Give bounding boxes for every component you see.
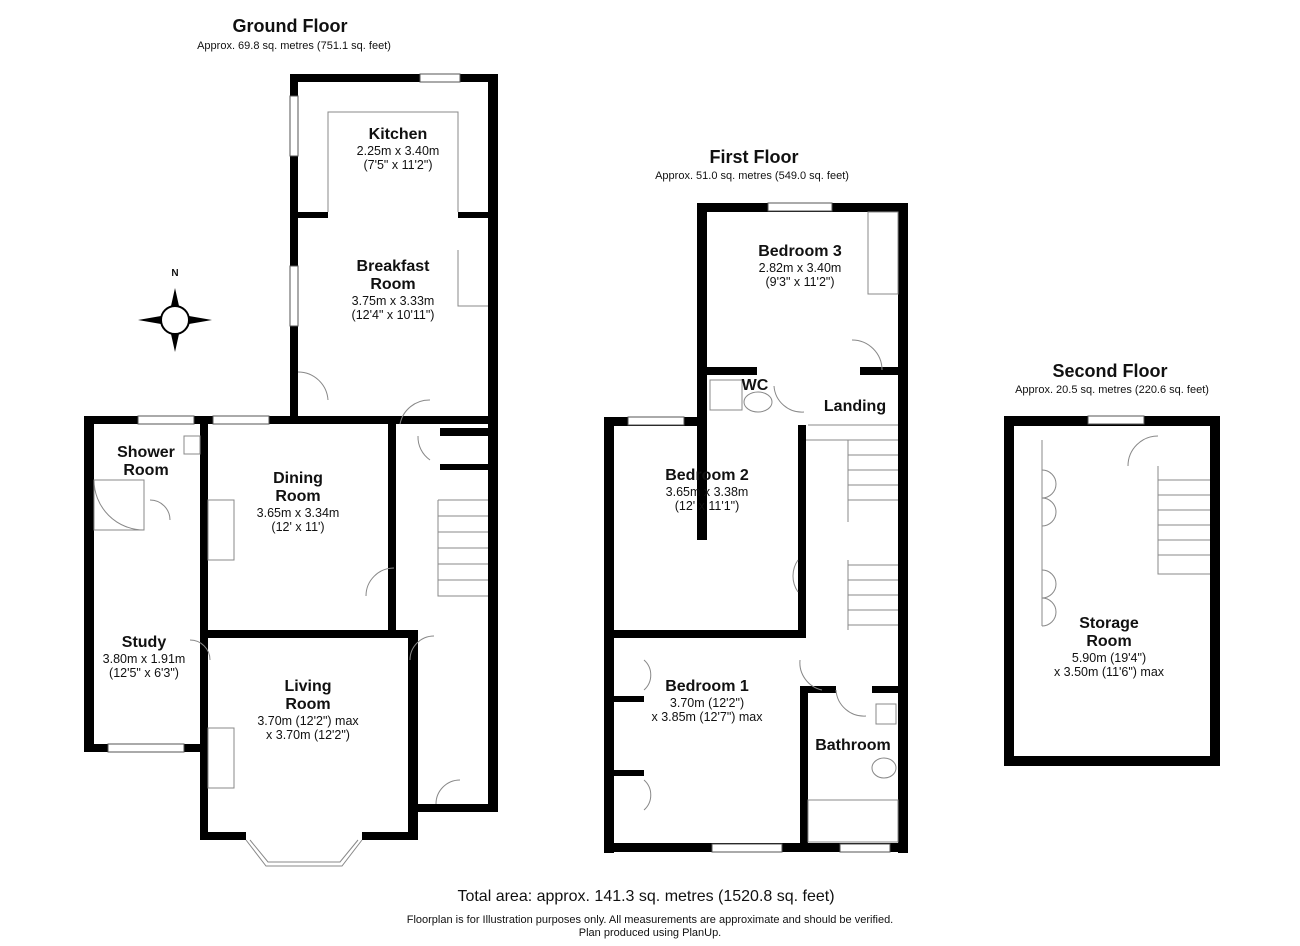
room-name: Bedroom 2 (665, 467, 749, 484)
room-dim-metric: 3.65m x 3.38m (665, 484, 749, 499)
room-name: Room (275, 487, 321, 505)
compass-north-label: N (171, 268, 179, 279)
room-dim-imperial: (12'4" x 10'11") (351, 307, 435, 322)
room-storage: Storage Room 5.90m (19'4") x 3.50m (11'6… (1054, 615, 1164, 679)
room-name: Bedroom 1 (665, 678, 749, 695)
room-bedroom2: Bedroom 2 3.65m x 3.38m (12' x 11'1") (665, 467, 749, 513)
room-dim-imperial: x 3.50m (11'6") max (1053, 664, 1165, 679)
total-area: Total area: approx. 141.3 sq. metres (15… (457, 888, 835, 905)
ground-floor-area: Approx. 69.8 sq. metres (751.1 sq. feet) (197, 40, 391, 52)
room-dim-metric: 5.90m (19'4") (1071, 650, 1147, 665)
ground-floor-windows (107, 73, 461, 753)
room-dim-metric: 3.80m x 1.91m (102, 651, 186, 666)
room-bedroom1: Bedroom 1 3.70m (12'2") x 3.85m (12'7") … (651, 678, 762, 724)
room-bathroom: Bathroom (815, 737, 891, 754)
room-dim-metric: 3.70m (12'2") max (257, 713, 359, 728)
room-dim-imperial: (12' x 11') (271, 519, 325, 534)
first-floor-walls (604, 203, 908, 853)
room-dining: Dining Room 3.65m x 3.34m (12' x 11') (257, 470, 340, 534)
room-wc: WC (741, 377, 769, 394)
produced-by: Plan produced using PlanUp. (578, 927, 722, 939)
room-bedroom3: Bedroom 3 2.82m x 3.40m (9'3" x 11'2") (758, 243, 842, 289)
ground-floor-title: Ground Floor (232, 16, 348, 36)
room-dim-metric: 3.65m x 3.34m (256, 505, 340, 520)
first-floor-area: Approx. 51.0 sq. metres (549.0 sq. feet) (655, 170, 849, 182)
room-name: Room (1086, 632, 1132, 650)
room-dim-imperial: (9'3" x 11'2") (765, 274, 835, 289)
room-name: Room (285, 695, 331, 713)
room-dim-metric: 3.70m (12'2") (669, 695, 745, 710)
compass-rose (138, 288, 212, 352)
room-name: Living (284, 678, 332, 695)
room-name: Shower (117, 444, 175, 461)
room-shower: Shower Room (117, 444, 175, 480)
room-dim-imperial: (12'5" x 6'3") (109, 665, 179, 680)
first-floor-fixtures (643, 211, 899, 843)
room-kitchen: Kitchen 2.25m x 3.40m (7'5" x 11'2") (357, 126, 440, 172)
room-name: Dining (273, 470, 323, 487)
room-dim-imperial: x 3.85m (12'7") max (651, 709, 763, 724)
ground-floor-fixtures (93, 111, 488, 867)
first-floor-title: First Floor (709, 147, 799, 167)
room-dim-metric: 3.75m x 3.33m (351, 293, 435, 308)
room-landing: Landing (823, 398, 887, 415)
room-study: Study 3.80m x 1.91m (12'5" x 6'3") (103, 634, 186, 680)
first-floor-windows (627, 202, 891, 853)
room-living: Living Room 3.70m (12'2") max x 3.70m (1… (257, 678, 358, 742)
second-floor-title: Second Floor (1052, 361, 1168, 381)
room-dim-metric: 2.82m x 3.40m (758, 260, 842, 275)
room-name: Storage (1079, 615, 1139, 632)
disclaimer: Floorplan is for Illustration purposes o… (406, 914, 894, 926)
room-dim-metric: 2.25m x 3.40m (356, 143, 440, 158)
room-name: Breakfast (356, 258, 430, 275)
room-name: Kitchen (368, 126, 428, 143)
room-name: Study (121, 634, 167, 651)
room-name: Room (123, 461, 169, 479)
ground-floor-walls (84, 74, 498, 840)
room-dim-imperial: x 3.70m (12'2") (266, 727, 350, 742)
room-dim-imperial: (7'5" x 11'2") (363, 157, 433, 172)
second-floor (1004, 415, 1220, 766)
room-name: Room (370, 275, 416, 293)
room-breakfast: Breakfast Room 3.75m x 3.33m (12'4" x 10… (352, 258, 435, 322)
room-name: Bedroom 3 (758, 243, 842, 260)
room-dim-imperial: (12' x 11'1") (674, 498, 740, 513)
second-floor-area: Approx. 20.5 sq. metres (220.6 sq. feet) (1015, 384, 1209, 396)
